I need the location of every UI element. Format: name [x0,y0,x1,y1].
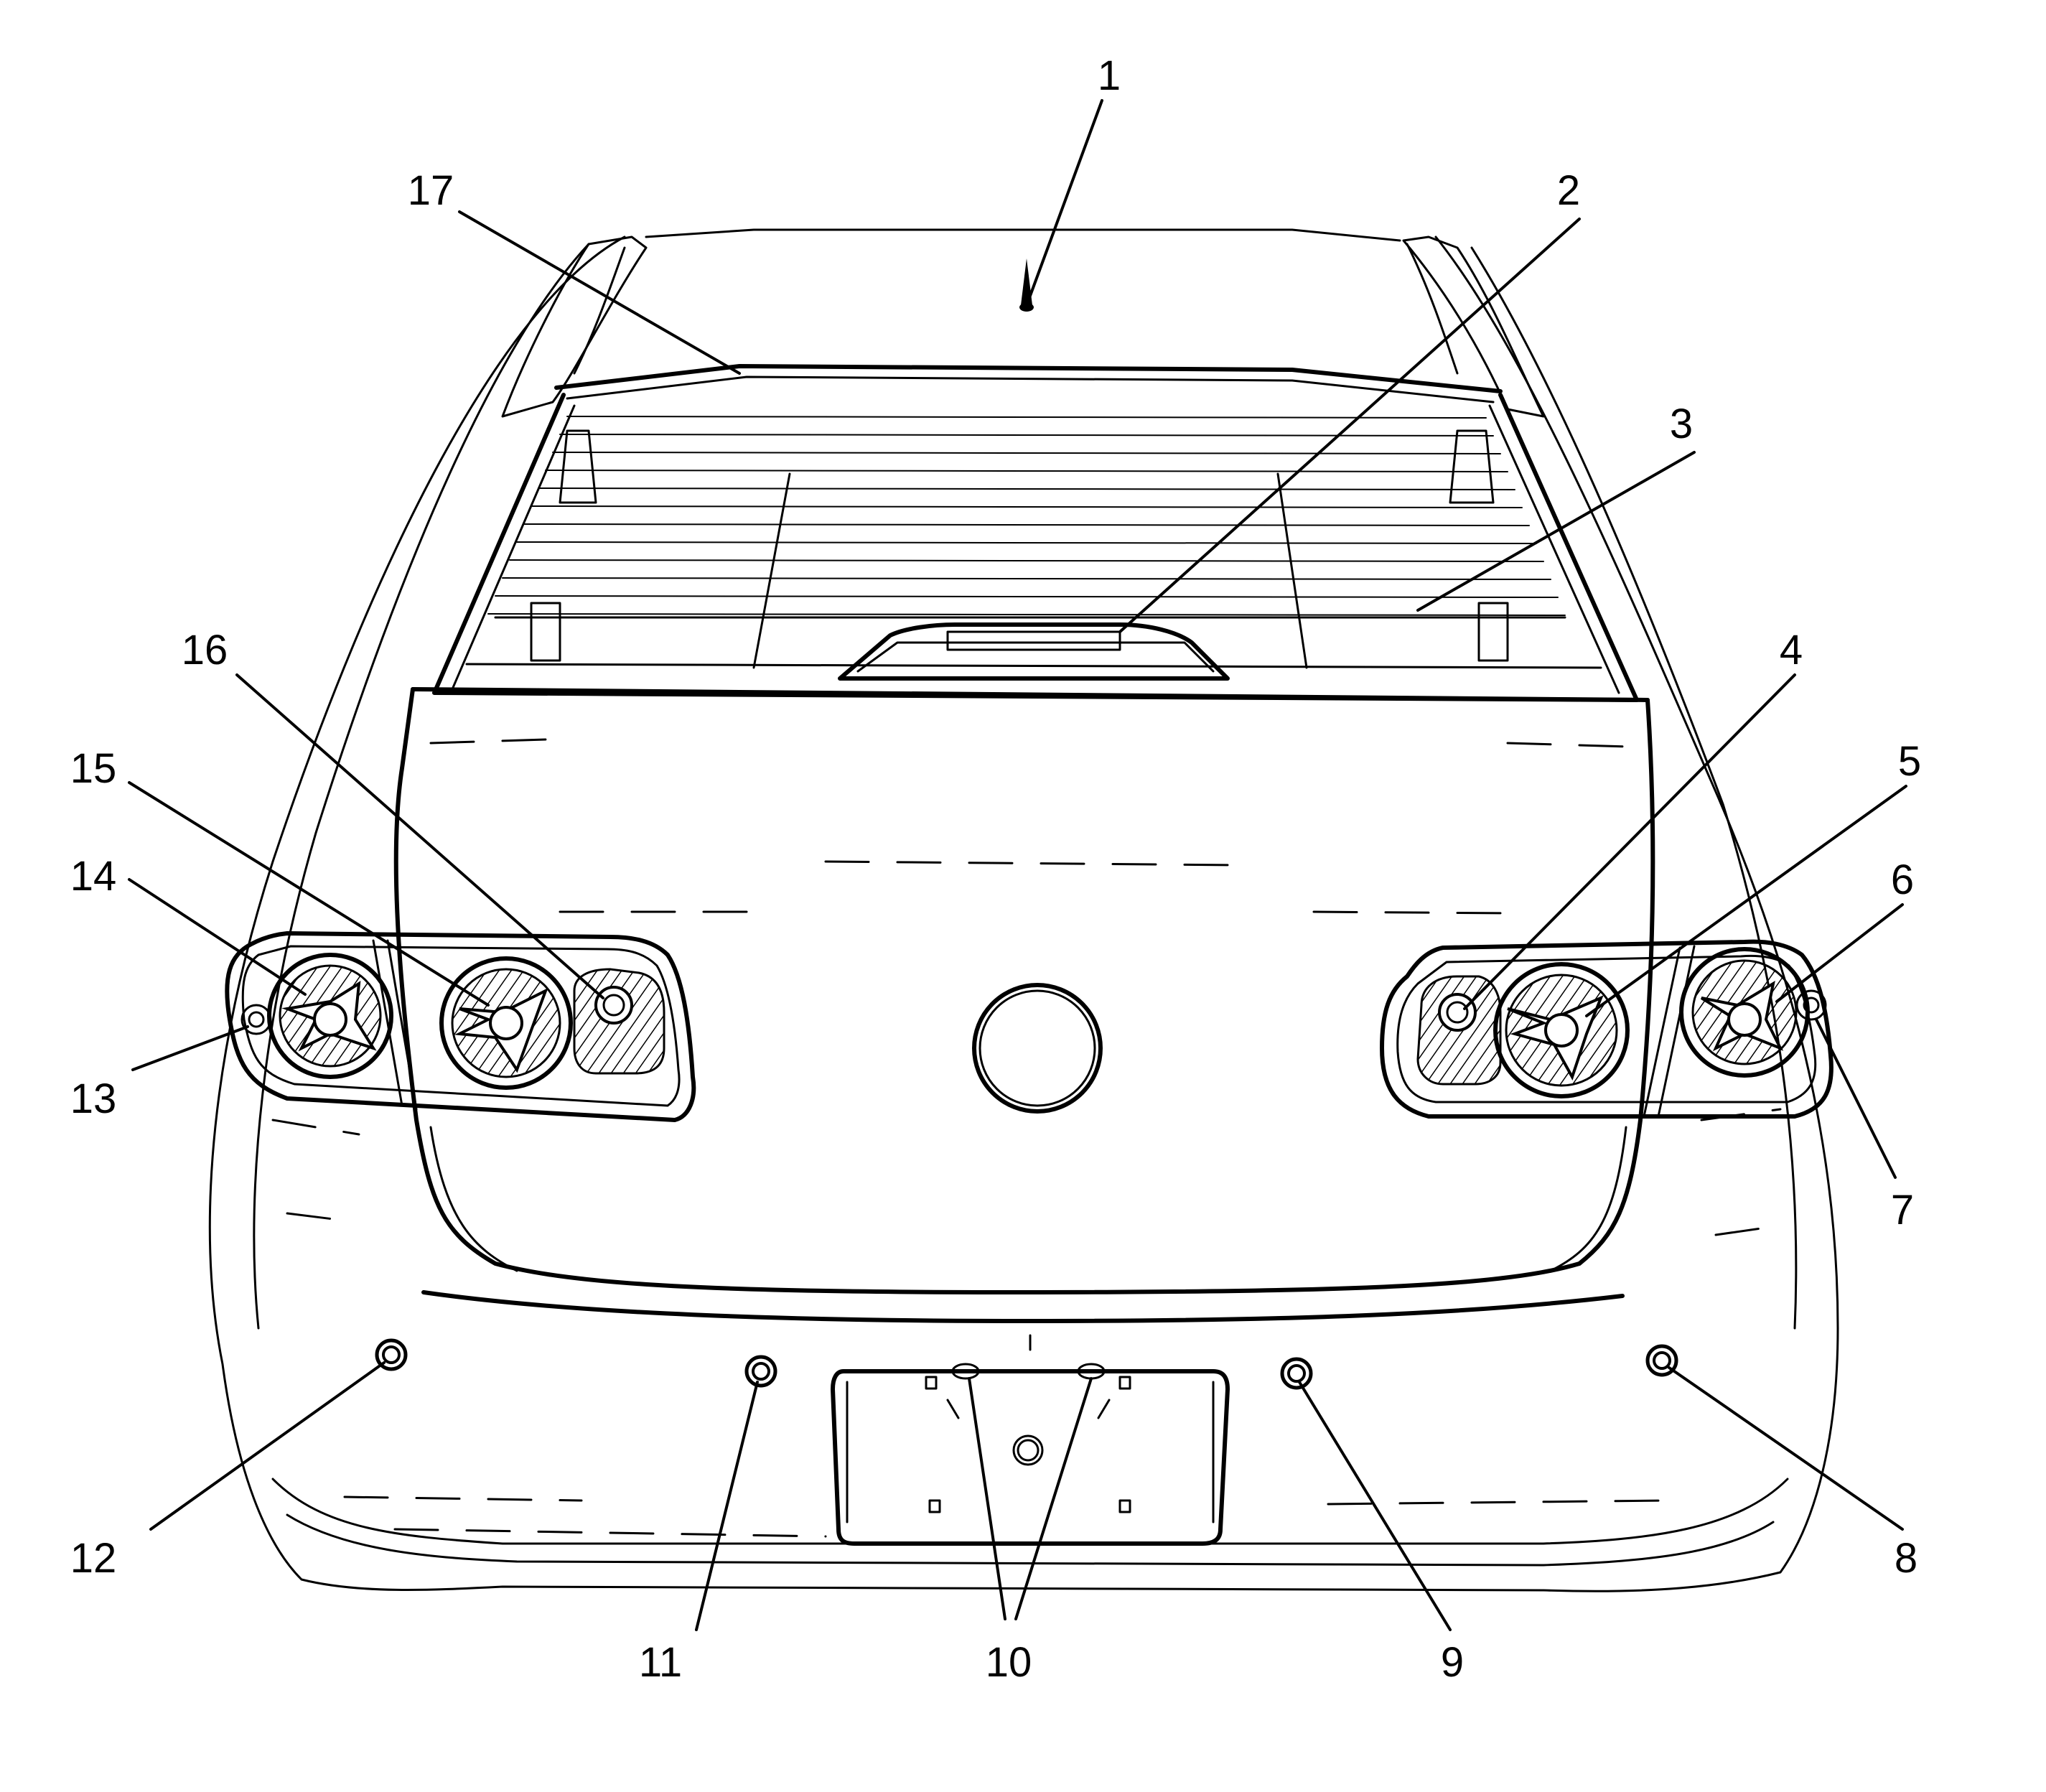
callout-13: 13 [70,1075,117,1122]
callout-5: 5 [1898,738,1921,785]
callout-6: 6 [1891,857,1914,903]
emblem [972,983,1103,1114]
callout-17: 17 [408,167,454,214]
callout-11: 11 [639,1639,682,1686]
leader-12 [149,1361,386,1531]
callout-1: 1 [1098,52,1121,99]
decklid [271,687,1782,1323]
leader-10a [968,1377,1006,1620]
license-lamp-left [951,1363,980,1380]
right-tail-lamp [1380,939,1834,1119]
leader-6 [1775,903,1904,1003]
leader-9 [1298,1381,1452,1631]
right-lamp-inner-reflector [1493,962,1630,1098]
license-plate-area [831,1334,1230,1546]
leader-3 [1416,451,1696,612]
leader-lines [128,99,1907,1631]
defroster-grid [487,416,1566,616]
callout-16: 16 [182,627,228,673]
leader-10b [1014,1377,1093,1620]
leader-13 [131,1025,249,1071]
center-high-mount-stop-lamp [838,622,1230,681]
leader-14 [128,878,307,996]
leader-8 [1668,1366,1904,1531]
leader-11 [695,1381,759,1631]
callout-9: 9 [1441,1639,1464,1686]
leader-17 [458,210,741,375]
leader-1 [1027,99,1103,303]
callout-8: 8 [1895,1535,1917,1582]
callout-labels: 1 2 3 4 5 6 7 8 9 10 11 12 13 14 15 16 1… [70,52,1921,1686]
left-tail-lamp [225,931,696,1122]
callout-2: 2 [1557,167,1580,214]
callout-3: 3 [1670,401,1693,447]
callout-10: 10 [986,1639,1032,1686]
leader-2 [1118,218,1581,633]
body-outline [208,235,1839,1592]
leader-15 [128,781,490,1007]
callout-15: 15 [70,745,117,792]
left-lamp-inner-reflector [439,956,573,1090]
callout-4: 4 [1780,627,1803,673]
leader-5 [1585,785,1907,1017]
leader-16 [235,673,604,999]
roof-and-rear-window [432,228,1639,702]
callout-14: 14 [70,853,117,900]
callout-12: 12 [70,1535,117,1582]
leader-7 [1815,1018,1897,1179]
park-assist-sensors [375,1338,1678,1390]
leader-4 [1463,673,1796,1010]
callout-7: 7 [1891,1187,1914,1233]
antenna [1019,258,1034,312]
